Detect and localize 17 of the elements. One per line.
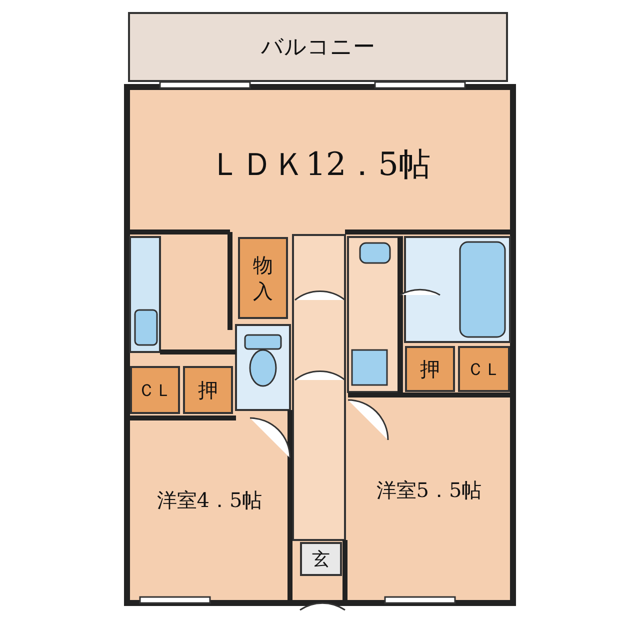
room-label: 物入 <box>252 252 274 304</box>
room-label: 押 <box>420 356 440 382</box>
room-label: ＬＤＫ12．5帖 <box>209 144 431 185</box>
closet <box>458 346 510 392</box>
room-label: 洋室5．5帖 <box>376 476 482 504</box>
closet <box>130 366 180 414</box>
room-label: バルコニー <box>261 34 375 62</box>
room-label: ＣＬ <box>138 380 172 402</box>
entrance <box>300 542 342 576</box>
room-label: 玄 <box>312 548 330 571</box>
room-label: 押 <box>198 376 218 404</box>
storage-closet <box>238 237 288 319</box>
balcony <box>128 12 508 82</box>
room-label: ＣＬ <box>467 358 501 380</box>
room-label: 洋室4．5帖 <box>156 486 262 514</box>
closet <box>183 366 233 414</box>
closet <box>405 346 455 392</box>
